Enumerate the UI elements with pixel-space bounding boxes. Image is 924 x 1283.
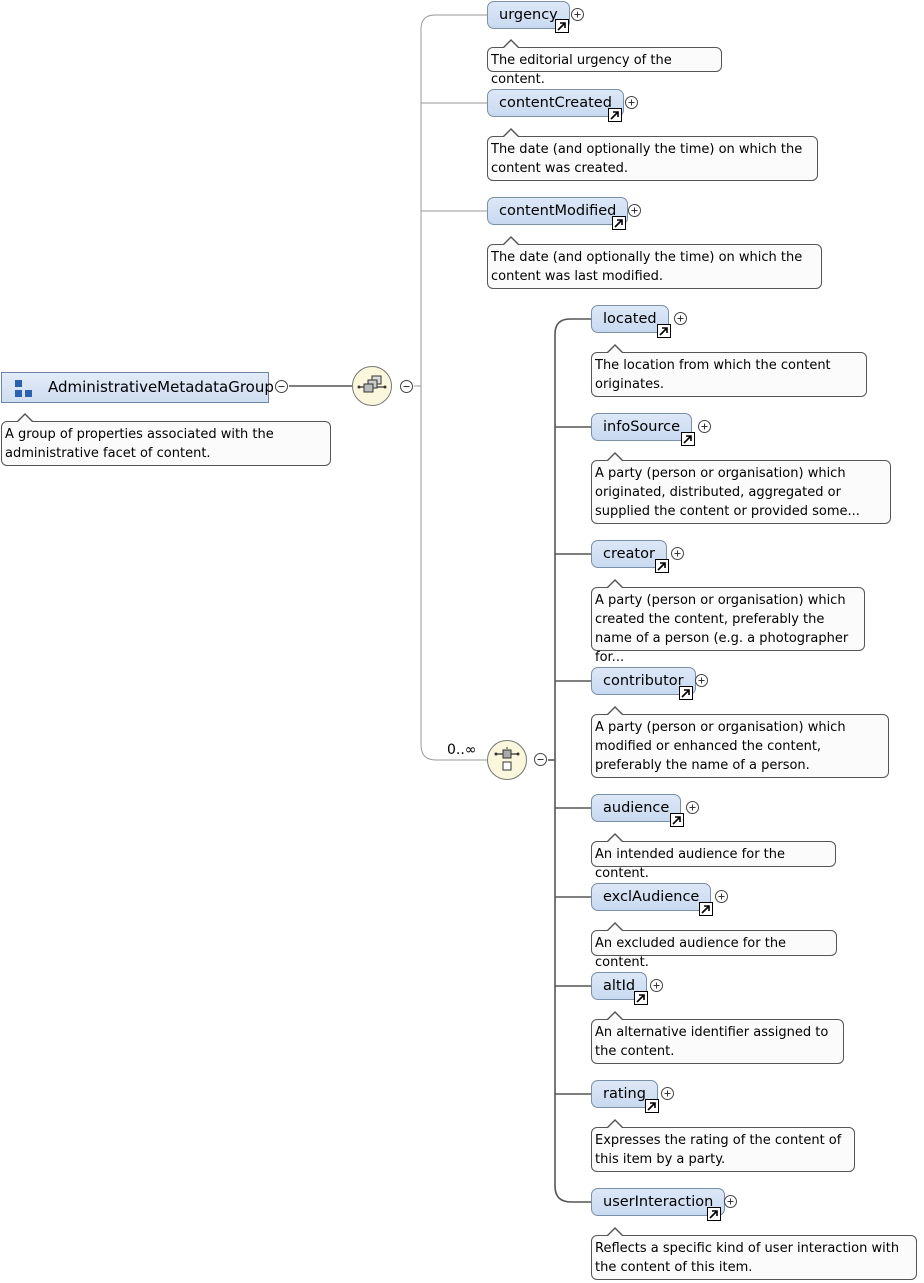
- collapse-choice-icon[interactable]: [534, 753, 547, 766]
- urgency-doc: The editorial urgency of the content.: [487, 39, 722, 87]
- expand-urgency-icon[interactable]: [571, 8, 584, 21]
- element-label: contentModified: [499, 203, 617, 219]
- user-interaction-doc: Reflects a specific kind of user interac…: [591, 1227, 917, 1280]
- group-name: AdministrativeMetadataGroup: [48, 378, 274, 396]
- audience-doc: An intended audience for the content.: [591, 833, 836, 881]
- element-label: infoSource: [603, 419, 680, 435]
- collapse-group-icon[interactable]: [275, 380, 288, 393]
- reference-arrow-icon: [555, 19, 569, 33]
- content-created-doc: The date (and optionally the time) on wh…: [487, 128, 818, 181]
- reference-arrow-icon: [612, 216, 626, 230]
- choice-compositor-icon: [494, 747, 520, 771]
- expand-content-modified-icon[interactable]: [628, 204, 641, 217]
- alt-id-doc: An alternative identifier assigned to th…: [591, 1011, 844, 1064]
- group-node-administrative-metadata[interactable]: AdministrativeMetadataGroup: [1, 372, 274, 403]
- creator-doc: A party (person or organisation) which c…: [591, 579, 865, 665]
- located-doc: The location from which the content orig…: [591, 344, 867, 397]
- info-source-doc: A party (person or organisation) which o…: [591, 452, 891, 524]
- expand-info-source-icon[interactable]: [698, 420, 711, 433]
- expand-alt-id-icon[interactable]: [650, 979, 663, 992]
- sequence-compositor[interactable]: [352, 366, 392, 406]
- element-rating[interactable]: rating: [591, 1080, 658, 1108]
- reference-arrow-icon: [655, 559, 669, 573]
- reference-arrow-icon: [657, 324, 671, 338]
- element-label: rating: [603, 1086, 646, 1102]
- element-label: altId: [603, 978, 636, 994]
- sequence-compositor-icon: [357, 375, 387, 393]
- element-label: located: [603, 311, 657, 327]
- expand-content-created-icon[interactable]: [625, 96, 638, 109]
- element-label: contributor: [603, 673, 684, 689]
- element-alt-id[interactable]: altId: [591, 972, 648, 1000]
- rating-doc: Expresses the rating of the content of t…: [591, 1119, 855, 1172]
- element-located[interactable]: located: [591, 305, 669, 333]
- expand-contributor-icon[interactable]: [695, 674, 708, 687]
- element-contributor[interactable]: contributor: [591, 667, 696, 695]
- element-user-interaction[interactable]: userInteraction: [591, 1188, 726, 1216]
- expand-located-icon[interactable]: [674, 312, 687, 325]
- element-label: urgency: [499, 7, 558, 23]
- element-creator[interactable]: creator: [591, 540, 667, 568]
- group-doc: A group of properties associated with th…: [1, 413, 331, 466]
- reference-arrow-icon: [699, 902, 713, 916]
- reference-arrow-icon: [679, 686, 693, 700]
- element-audience[interactable]: audience: [591, 794, 682, 822]
- element-label: creator: [603, 546, 655, 562]
- element-content-created[interactable]: contentCreated: [487, 89, 624, 117]
- reference-arrow-icon: [681, 432, 695, 446]
- element-content-modified[interactable]: contentModified: [487, 197, 629, 225]
- element-info-source[interactable]: infoSource: [591, 413, 692, 441]
- collapse-sequence-icon[interactable]: [400, 380, 413, 393]
- element-label: contentCreated: [499, 95, 612, 111]
- expand-rating-icon[interactable]: [661, 1087, 674, 1100]
- excl-audience-doc: An excluded audience for the content.: [591, 922, 837, 970]
- reference-arrow-icon: [707, 1207, 721, 1221]
- element-label: exclAudience: [603, 889, 700, 905]
- choice-occurrence: 0..∞: [447, 742, 477, 758]
- content-modified-doc: The date (and optionally the time) on wh…: [487, 236, 822, 289]
- reference-arrow-icon: [645, 1099, 659, 1113]
- expand-excl-audience-icon[interactable]: [715, 890, 728, 903]
- element-label: userInteraction: [603, 1194, 714, 1210]
- reference-arrow-icon: [608, 108, 622, 122]
- reference-arrow-icon: [634, 991, 648, 1005]
- contributor-doc: A party (person or organisation) which m…: [591, 706, 889, 778]
- expand-creator-icon[interactable]: [671, 547, 684, 560]
- choice-compositor[interactable]: [487, 740, 527, 780]
- expand-user-interaction-icon[interactable]: [724, 1195, 737, 1208]
- expand-audience-icon[interactable]: [686, 801, 699, 814]
- reference-arrow-icon: [670, 813, 684, 827]
- group-icon: [15, 380, 32, 397]
- element-excl-audience[interactable]: exclAudience: [591, 883, 712, 911]
- element-label: audience: [603, 800, 670, 816]
